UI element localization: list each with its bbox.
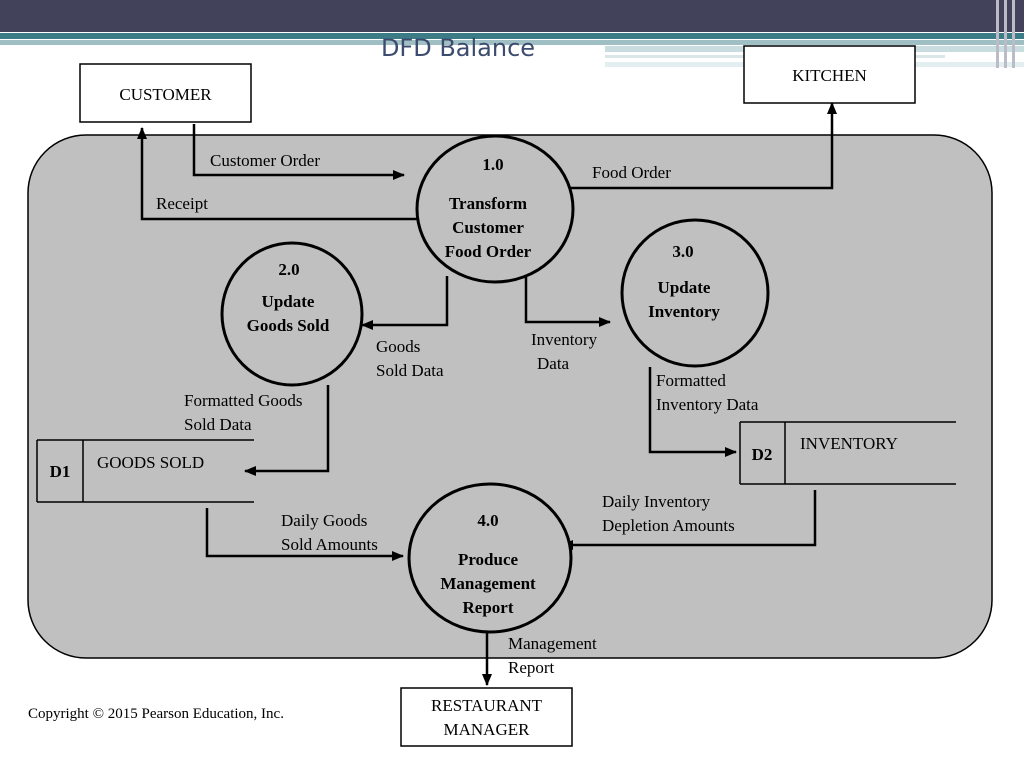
flow-inventory-data-line bbox=[524, 274, 611, 327]
flow-label-inventory-data-line2: Data bbox=[537, 354, 570, 373]
entity-manager-label-line1: RESTAURANT bbox=[431, 696, 543, 715]
flow-label-daily-goods-sold-line1: Daily Goods bbox=[281, 511, 367, 530]
process-4: 4.0 Produce Management Report bbox=[407, 482, 573, 634]
header-stripe bbox=[1004, 0, 1007, 68]
flow-label-customer-order: Customer Order bbox=[210, 151, 320, 170]
flow-label-inventory-data-line1: Inventory bbox=[531, 330, 598, 349]
process-3-number: 3.0 bbox=[672, 242, 693, 261]
copyright-notice: Copyright © 2015 Pearson Education, Inc. bbox=[28, 706, 284, 722]
data-store-d1-name: GOODS SOLD bbox=[97, 453, 204, 472]
flow-label-formatted-inventory-line2: Inventory Data bbox=[656, 395, 759, 414]
flow-label-goods-sold-data-line2: Sold Data bbox=[376, 361, 444, 380]
process-4-name-line1: Produce bbox=[458, 550, 519, 569]
data-store-d1-id: D1 bbox=[50, 462, 71, 481]
process-3: 3.0 Update Inventory bbox=[620, 218, 770, 368]
process-2-name-line2: Goods Sold bbox=[247, 316, 330, 335]
process-1-name-line2: Customer bbox=[452, 218, 524, 237]
flow-formatted-goods-sold-data-line bbox=[244, 385, 330, 476]
flow-formatted-inventory-data-line bbox=[648, 367, 737, 457]
header-stripe bbox=[996, 0, 999, 68]
header-stripe bbox=[0, 40, 1024, 45]
header-bar bbox=[0, 0, 1024, 32]
flow-label-formatted-inventory-line1: Formatted bbox=[656, 371, 726, 390]
process-4-name-line3: Report bbox=[463, 598, 514, 617]
process-1: 1.0 Transform Customer Food Order bbox=[415, 134, 575, 284]
flow-label-daily-inventory-depletion-line1: Daily Inventory bbox=[602, 492, 711, 511]
entity-manager-label-line2: MANAGER bbox=[444, 720, 531, 739]
entity-restaurant-manager: RESTAURANT MANAGER bbox=[400, 687, 573, 747]
header-stripe bbox=[1012, 0, 1015, 68]
flow-label-goods-sold-data-line1: Goods bbox=[376, 337, 420, 356]
flow-label-food-order: Food Order bbox=[592, 163, 671, 182]
entity-customer-label: CUSTOMER bbox=[119, 85, 212, 104]
entity-kitchen-label: KITCHEN bbox=[792, 66, 867, 85]
data-store-d1 bbox=[36, 439, 254, 503]
flow-customer-order-line bbox=[192, 124, 405, 180]
flow-food-order-line bbox=[565, 102, 837, 190]
flow-label-daily-inventory-depletion-line2: Depletion Amounts bbox=[602, 516, 735, 535]
process-2-name-line1: Update bbox=[262, 292, 315, 311]
entity-kitchen: KITCHEN bbox=[743, 45, 916, 104]
flow-daily-inventory-depletion-line bbox=[561, 490, 817, 550]
flow-receipt-line bbox=[137, 127, 417, 221]
flow-label-formatted-goods-sold-line1: Formatted Goods bbox=[184, 391, 303, 410]
flow-label-management-report-line1: Management bbox=[508, 634, 597, 653]
process-1-name-line1: Transform bbox=[449, 194, 527, 213]
process-4-name-line2: Management bbox=[440, 574, 536, 593]
header-stripe bbox=[0, 33, 1024, 39]
flow-daily-goods-sold-amounts-line bbox=[205, 508, 404, 561]
process-3-name-line1: Update bbox=[658, 278, 711, 297]
data-store-d2-name: INVENTORY bbox=[800, 434, 898, 453]
flow-goods-sold-data-line bbox=[361, 276, 449, 330]
data-store-d2-id: D2 bbox=[752, 445, 773, 464]
flow-label-receipt: Receipt bbox=[156, 194, 208, 213]
process-1-name-line3: Food Order bbox=[445, 242, 532, 261]
process-1-number: 1.0 bbox=[482, 155, 503, 174]
data-store-d2 bbox=[739, 421, 956, 485]
process-4-number: 4.0 bbox=[477, 511, 498, 530]
flow-label-formatted-goods-sold-line2: Sold Data bbox=[184, 415, 252, 434]
process-3-name-line2: Inventory bbox=[648, 302, 720, 321]
flow-label-management-report-line2: Report bbox=[508, 658, 555, 677]
process-2-number: 2.0 bbox=[278, 260, 299, 279]
page-title: DFD Balance bbox=[380, 34, 536, 62]
entity-customer: CUSTOMER bbox=[79, 63, 252, 123]
flow-label-daily-goods-sold-line2: Sold Amounts bbox=[281, 535, 378, 554]
process-2: 2.0 Update Goods Sold bbox=[220, 241, 364, 387]
